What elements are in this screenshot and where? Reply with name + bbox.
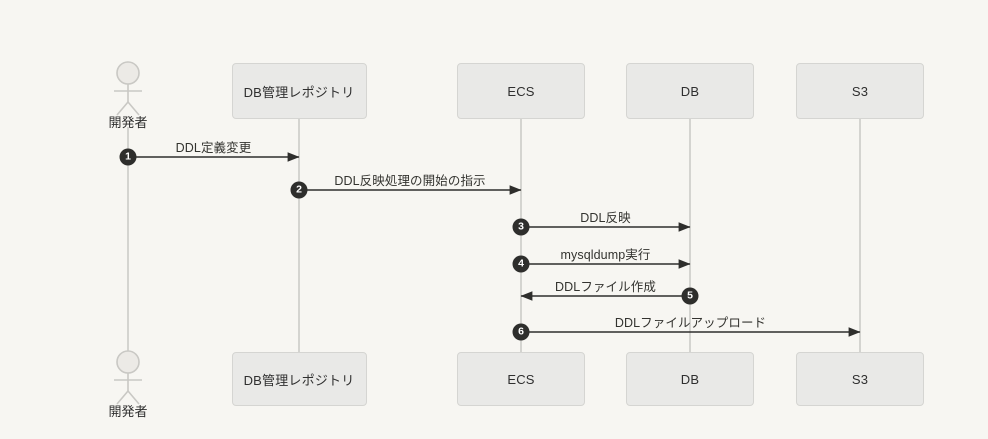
- participant-label: S3: [851, 83, 869, 99]
- sequence-marker-1: 1: [119, 148, 137, 166]
- actor-label-dev-bottom: 開発者: [108, 404, 148, 419]
- participant-box-db-bottom: DB: [626, 352, 754, 406]
- participant-box-repo-bottom: DB管理レポジトリ: [231, 352, 367, 406]
- message-label-6: DDLファイルアップロード: [614, 316, 767, 330]
- actor-label-dev-top: 開発者: [108, 115, 148, 130]
- message-label-4: mysqldump実行: [560, 248, 651, 262]
- actor-figure-dev-bottom: [114, 350, 142, 405]
- participant-label: ECS: [507, 371, 535, 387]
- message-label-5: DDLファイル作成: [555, 280, 656, 294]
- sequence-marker-5: 5: [681, 287, 699, 305]
- participant-label: DB: [680, 371, 700, 387]
- participant-box-s3-top: S3: [796, 63, 924, 119]
- participant-box-ecs-top: ECS: [457, 63, 585, 119]
- participant-box-s3-bottom: S3: [796, 352, 924, 406]
- sequence-marker-6: 6: [512, 323, 530, 341]
- participant-box-repo-top: DB管理レポジトリ: [231, 63, 367, 119]
- participant-label: DB管理レポジトリ: [243, 372, 355, 388]
- sequence-marker-4: 4: [512, 255, 530, 273]
- message-label-3: DDL反映: [580, 211, 631, 225]
- message-arrows-group: [128, 152, 861, 337]
- actor-figure-dev-top: [114, 61, 142, 116]
- message-label-2: DDL反映処理の開始の指示: [334, 174, 486, 188]
- actor-figures-group: [114, 61, 142, 405]
- participant-label: S3: [851, 371, 869, 387]
- participant-label: DB: [680, 83, 700, 99]
- participant-box-ecs-bottom: ECS: [457, 352, 585, 406]
- participant-label: DB管理レポジトリ: [243, 84, 355, 100]
- participant-box-db-top: DB: [626, 63, 754, 119]
- message-label-1: DDL定義変更: [175, 141, 252, 155]
- sequence-marker-3: 3: [512, 218, 530, 236]
- sequence-marker-2: 2: [290, 181, 308, 199]
- participant-label: ECS: [507, 83, 535, 99]
